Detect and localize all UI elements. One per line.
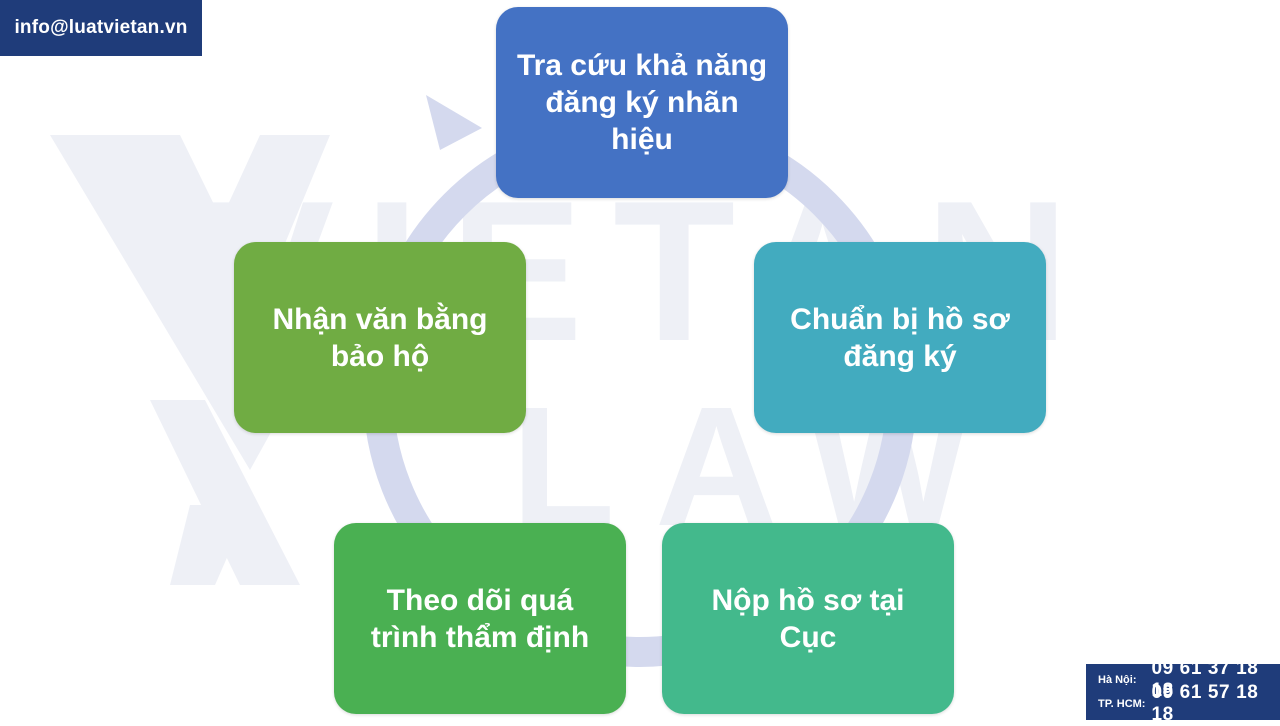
step-label: Nhận văn bằng bảo hộ	[272, 302, 488, 373]
phone-contact-box: Hà Nội: 09 61 37 18 18 TP. HCM: 09 61 57…	[1086, 658, 1280, 725]
step-file-dossier: Nộp hồ sơ tại Cục	[662, 523, 954, 714]
step-label: Chuẩn bị hồ sơ đăng ký	[790, 302, 1010, 373]
phone-city-label: Hà Nội:	[1098, 674, 1137, 686]
step-label: Tra cứu khả năng đăng ký nhãn hiệu	[516, 49, 768, 156]
step-label: Theo dõi quá trình thẩm định	[370, 583, 590, 654]
step-receive-certificate: Nhận văn bằng bảo hộ	[234, 242, 526, 433]
phone-row-hanoi: Hà Nội: 09 61 37 18 18	[1098, 658, 1276, 701]
phone-number[interactable]: 09 61 37 18 18	[1151, 658, 1259, 701]
step-trademark-search: Tra cứu khả năng đăng ký nhãn hiệu	[496, 7, 788, 198]
phone-city-label: TP. HCM:	[1098, 698, 1146, 710]
email-text[interactable]: info@luatvietan.vn	[14, 17, 188, 38]
email-badge[interactable]: info@luatvietan.vn	[0, 0, 202, 56]
phone-number[interactable]: 09 61 57 18 18	[1151, 682, 1259, 725]
phone-row-hcm: TP. HCM: 09 61 57 18 18	[1098, 682, 1276, 725]
cycle-arrow-head	[426, 95, 482, 150]
step-track-examination: Theo dõi quá trình thẩm định	[334, 523, 626, 714]
step-label: Nộp hồ sơ tại Cục	[711, 583, 905, 654]
step-prepare-dossier: Chuẩn bị hồ sơ đăng ký	[754, 242, 1046, 433]
